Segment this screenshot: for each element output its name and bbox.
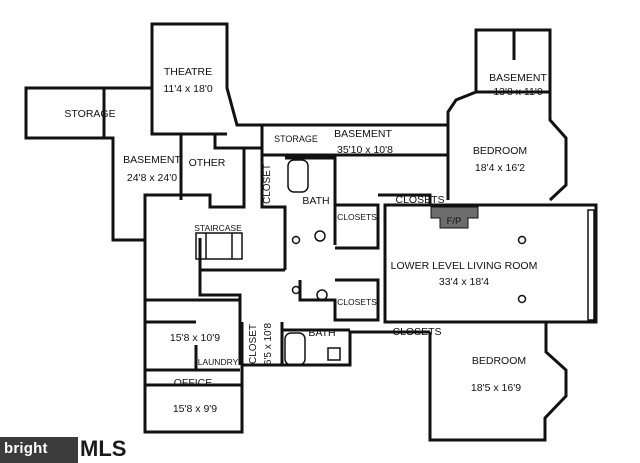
room-dims: 6'5 x 10'8: [263, 322, 274, 365]
room-name: CLOSETS: [395, 194, 444, 206]
core-walls: [143, 207, 430, 387]
theatre-walls: [150, 88, 227, 136]
room-dims: 15'8 x 10'9: [170, 332, 220, 344]
room-name: F/P: [447, 216, 462, 227]
bedroom-top-walls: [446, 90, 568, 202]
other-walls: [179, 134, 244, 200]
room-name: LOWER LEVEL LIVING ROOM: [391, 260, 538, 272]
stair-icon: [195, 232, 243, 260]
tub-lower-icon: [284, 332, 306, 366]
room-name: CLOSET: [262, 164, 273, 204]
room-name: OTHER: [189, 157, 226, 169]
room-dims: 24'8 x 24'0: [127, 172, 177, 184]
room-name: STORAGE: [274, 134, 318, 144]
window-right-icon: [587, 209, 595, 321]
closets-lower-walls: [298, 278, 380, 322]
room-dims: 35'10 x 10'8: [337, 144, 393, 156]
closet-bath-upper-walls: [260, 148, 432, 270]
watermark-brand: bright: [4, 440, 48, 457]
toilet-upper-icon: [314, 230, 326, 242]
room-name: CLOSETS: [337, 212, 377, 222]
toilet-lower-icon: [316, 289, 328, 301]
room-name: BASEMENT: [123, 154, 181, 166]
room-dims: 18'5 x 16'9: [471, 382, 521, 394]
post-c-icon: [291, 235, 301, 245]
room-dims: 15'8 x 9'9: [173, 403, 217, 415]
room-name: BATH: [308, 327, 335, 339]
room-name: BEDROOM: [472, 355, 526, 367]
room-name: STORAGE: [64, 108, 115, 120]
room-name: OFFICE: [174, 377, 213, 389]
room-dims: 13'8 x 11'0: [493, 86, 543, 98]
basement-left-walls: [104, 22, 264, 242]
stair-walls: [198, 238, 285, 300]
room-dims: 11'4 x 18'0: [163, 83, 213, 95]
room-name: CLOSET: [248, 324, 259, 364]
post-b-icon: [517, 294, 527, 304]
post-d-icon: [291, 285, 301, 295]
watermark-badge: [0, 437, 78, 463]
living-walls: [383, 203, 598, 324]
room-name: LAUNDRY: [198, 357, 239, 367]
room-name: BASEMENT: [334, 128, 392, 140]
room-name: STAIRCASE: [194, 223, 242, 233]
sink-lower-icon: [327, 347, 341, 361]
lower-left-walls: [145, 298, 350, 372]
room-name: BASEMENT: [489, 72, 547, 84]
room-name: BEDROOM: [473, 145, 527, 157]
office-walls: [143, 385, 244, 434]
basement-mid-walls: [262, 123, 448, 157]
room-name: BATH: [302, 195, 329, 207]
fireplace-shape: [430, 206, 479, 229]
post-a-icon: [517, 235, 527, 245]
watermark-suffix: MLS: [80, 436, 127, 461]
room-name: CLOSETS: [392, 326, 441, 338]
room-name: THEATRE: [164, 66, 212, 78]
tub-upper-icon: [287, 159, 309, 193]
room-dims: 33'4 x 18'4: [439, 276, 489, 288]
bedroom-bottom-walls: [428, 322, 568, 442]
room-dims: 18'4 x 16'2: [475, 162, 525, 174]
room-name: CLOSETS: [337, 297, 377, 307]
